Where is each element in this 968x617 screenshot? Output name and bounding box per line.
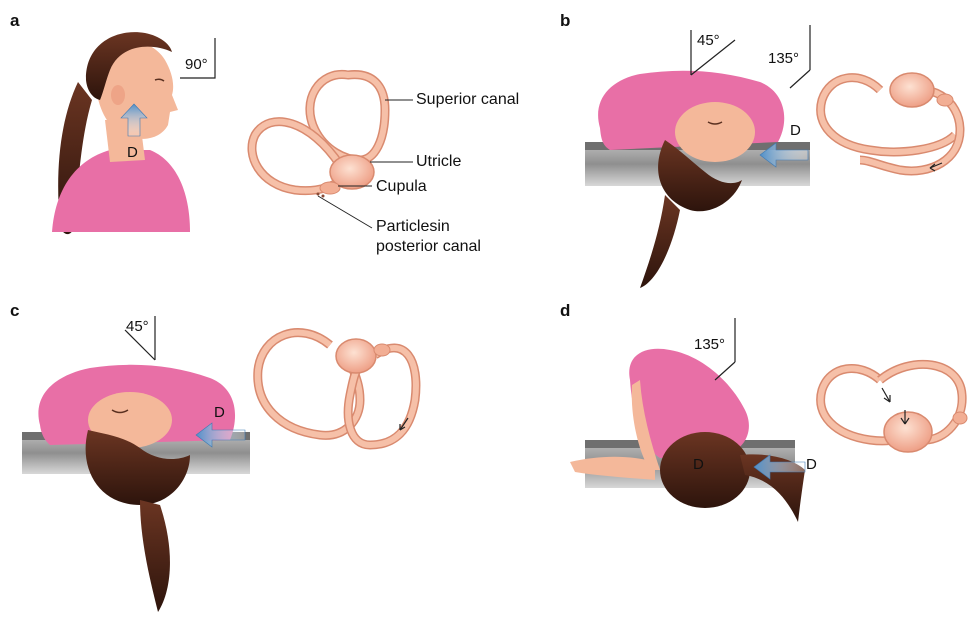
- direction-label-b: D: [790, 122, 801, 140]
- angle-label-a: 90°: [185, 56, 208, 74]
- panel-label-d: d: [560, 302, 570, 319]
- angle-head-label-b: 45°: [697, 32, 720, 50]
- angle-tilt-label-b: 135°: [768, 50, 799, 68]
- panel-label-b: b: [560, 12, 570, 29]
- panel-d-patient-lateral: [570, 318, 805, 522]
- panel-b-labyrinth: [821, 73, 960, 171]
- utricle-label: Utricle: [416, 153, 461, 171]
- particles-label-line2: posterior canal: [376, 238, 481, 256]
- angle-tilt-label-d: 135°: [694, 336, 725, 354]
- direction-label-d: D: [806, 456, 817, 474]
- direction-label-a: D: [127, 144, 138, 162]
- panel-d-labyrinth: [821, 364, 967, 452]
- direction-label-c: D: [214, 404, 225, 422]
- panel-c-labyrinth: [258, 333, 416, 445]
- panel-c-patient-supine: [22, 316, 250, 612]
- direction-head-label-d: D: [693, 456, 704, 474]
- cupula-label: Cupula: [376, 178, 427, 196]
- panel-label-a: a: [10, 12, 19, 29]
- panel-a-labyrinth: [252, 74, 413, 228]
- superior-canal-label: Superior canal: [416, 91, 519, 109]
- angle-head-label-c: 45°: [126, 318, 149, 336]
- particles-label-line1: Particlesin: [376, 218, 450, 236]
- panel-label-c: c: [10, 302, 19, 319]
